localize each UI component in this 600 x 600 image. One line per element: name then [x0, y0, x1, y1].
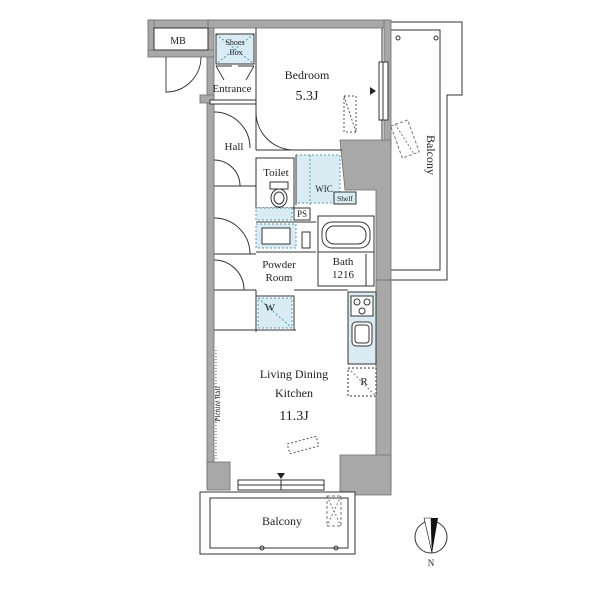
north-arrow-icon	[414, 517, 448, 554]
balcony-bottom	[199, 491, 356, 555]
washing-machine-icon	[255, 295, 295, 331]
bath-size: 1216	[332, 269, 355, 281]
bathtub-icon	[321, 221, 371, 249]
bath-label: Bath	[333, 256, 354, 268]
hall-door-arc	[213, 111, 251, 149]
bedroom-label: Bedroom	[285, 68, 330, 82]
balcony-bottom-label: Balcony	[262, 514, 302, 528]
ps-shaft	[255, 207, 311, 221]
entrance-step	[209, 99, 257, 105]
balcony-right-label: Balcony	[424, 135, 438, 175]
toilet-label: Toilet	[263, 167, 289, 179]
shelf-label: Shelf	[337, 194, 353, 203]
shoes-box-label-2: Box	[229, 48, 242, 57]
powder-room	[213, 217, 316, 291]
ps-label: PS	[297, 209, 307, 219]
r-label: R	[360, 376, 368, 388]
picture-rail-label: Picture Rail	[213, 386, 222, 422]
sink-icon	[351, 321, 373, 347]
entrance-label: Entrance	[212, 83, 251, 95]
entrance-door	[165, 56, 255, 93]
ldk-label-1: Living Dining	[260, 367, 328, 381]
bath-room	[317, 215, 375, 287]
north-label: N	[428, 558, 435, 568]
window-bottom	[237, 479, 325, 491]
refrigerator-icon	[347, 367, 377, 397]
ldk-ac-unit	[286, 435, 320, 455]
hall-label: Hall	[225, 141, 244, 153]
toilet-icon	[269, 181, 289, 208]
mb-box	[153, 27, 209, 51]
powder-room-label-1: Powder	[262, 259, 296, 271]
bedroom-size: 5.3J	[296, 89, 320, 104]
powder-room-label-2: Room	[266, 272, 293, 284]
wic	[295, 154, 357, 205]
stove-icon	[350, 295, 374, 317]
balcony-right	[381, 21, 463, 281]
w-label: W	[265, 302, 276, 314]
mb-label: MB	[170, 36, 186, 47]
window-marker-icon	[277, 473, 285, 479]
bedroom	[255, 28, 389, 151]
ldk-partitions	[214, 289, 348, 332]
wic-label: WIC	[315, 184, 333, 194]
walls	[147, 19, 392, 496]
shoes-box	[215, 33, 255, 65]
ldk-size: 11.3J	[279, 409, 309, 424]
shoes-box-label-1: Shoes	[225, 38, 244, 47]
ldk-label-2: Kitchen	[275, 386, 313, 400]
